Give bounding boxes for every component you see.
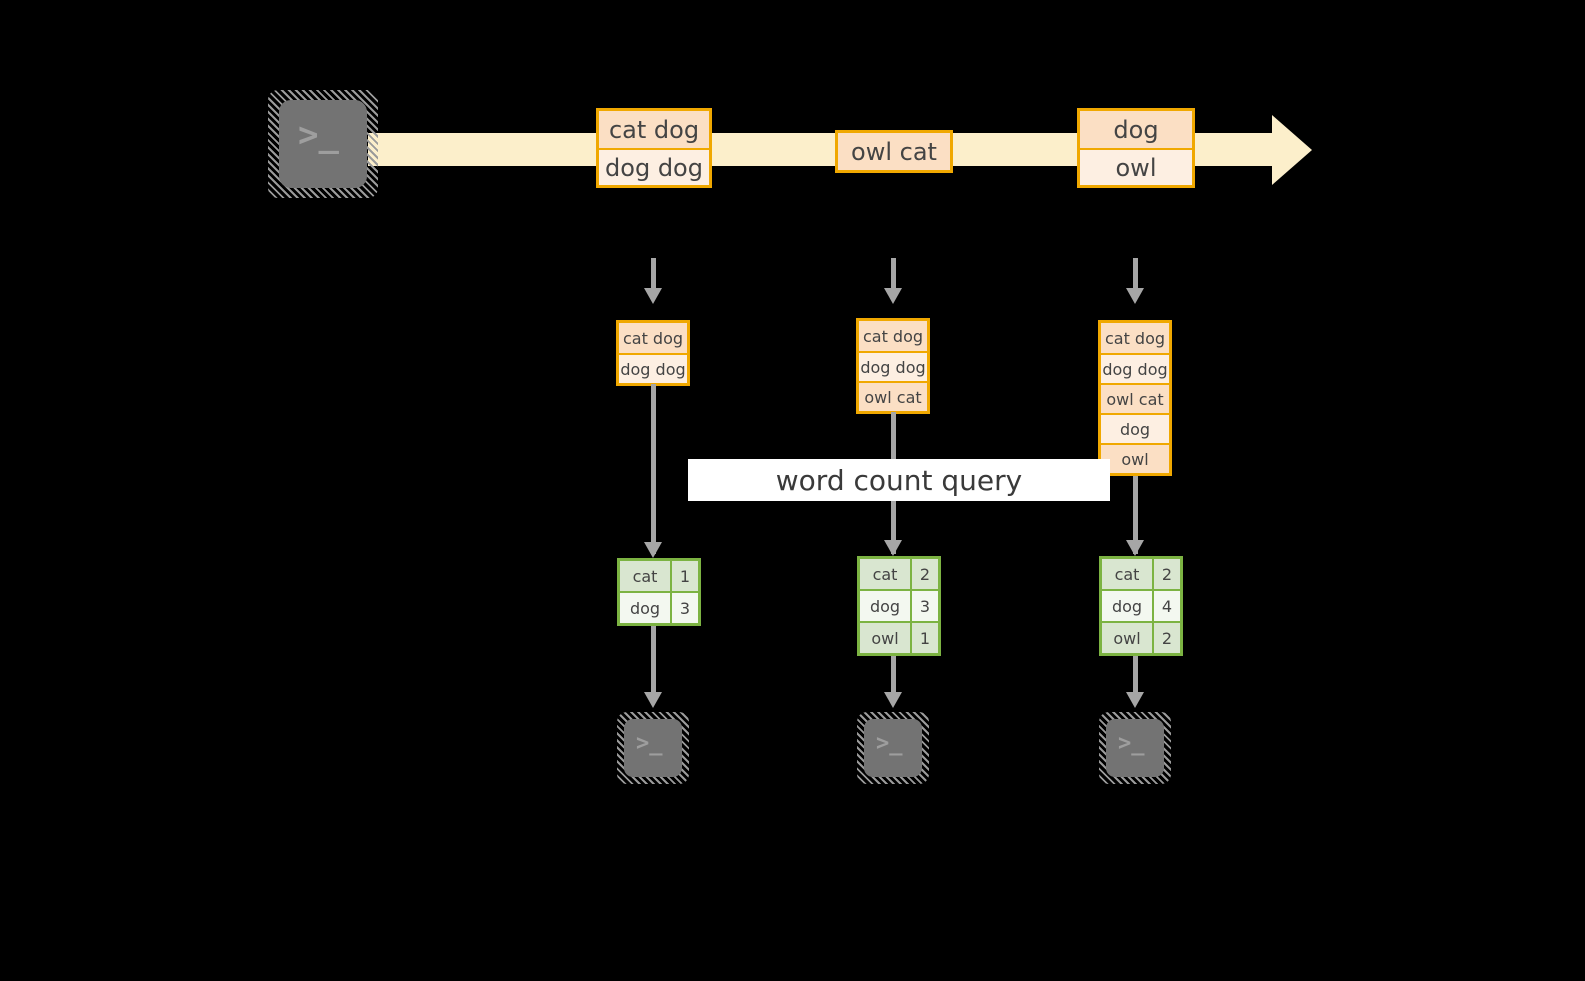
- sink-arrow-1: [651, 622, 656, 702]
- batch-2-row-1: cat dog: [859, 321, 927, 351]
- terminal-body: [1106, 719, 1164, 777]
- result-2-word-3: owl: [860, 623, 910, 653]
- batch-3-row-2: dog dog: [1101, 353, 1169, 383]
- result-2-count-3: 1: [910, 623, 938, 653]
- terminal-prompt-glyph: >_: [636, 731, 663, 756]
- batch-3-row-1: cat dog: [1101, 323, 1169, 353]
- result-2-row-3: owl 1: [860, 621, 938, 653]
- result-table-1: cat 1 dog 3: [617, 558, 701, 626]
- batch-3-row-5: owl: [1101, 443, 1169, 473]
- result-1-row-1: cat 1: [620, 561, 698, 591]
- stream-event-1-line-2: dog dog: [599, 148, 709, 185]
- query-arrow-1: [651, 384, 656, 554]
- terminal-body: [279, 100, 367, 188]
- result-1-word-2: dog: [620, 593, 670, 623]
- terminal-prompt-glyph: >_: [1118, 731, 1145, 756]
- query-arrow-head-1: [644, 542, 662, 558]
- result-3-row-1: cat 2: [1102, 559, 1180, 589]
- result-3-word-1: cat: [1102, 559, 1152, 589]
- sink-arrow-3: [1133, 652, 1138, 702]
- batch-3-row-3: owl cat: [1101, 383, 1169, 413]
- terminal-body: [624, 719, 682, 777]
- source-terminal-icon: >_: [268, 90, 378, 198]
- result-2-count-1: 2: [910, 559, 938, 589]
- dashed-down-arrow-icon-1: [651, 258, 656, 290]
- result-1-count-1: 1: [670, 561, 698, 591]
- sink-arrow-head-1: [644, 692, 662, 708]
- result-3-row-3: owl 2: [1102, 621, 1180, 653]
- result-2-word-1: cat: [860, 559, 910, 589]
- result-3-count-1: 2: [1152, 559, 1180, 589]
- dashed-arrow-head-2: [884, 288, 902, 304]
- sink-arrow-2: [891, 652, 896, 702]
- stream-event-3-line-2: owl: [1080, 148, 1192, 185]
- result-table-2: cat 2 dog 3 owl 1: [857, 556, 941, 656]
- stream-event-1-line-1: cat dog: [599, 111, 709, 148]
- result-3-count-2: 4: [1152, 591, 1180, 621]
- sink-terminal-icon-2: >_: [857, 712, 929, 784]
- stream-event-2: owl cat: [835, 130, 953, 173]
- batch-2-row-2: dog dog: [859, 351, 927, 381]
- result-3-word-3: owl: [1102, 623, 1152, 653]
- result-2-row-2: dog 3: [860, 589, 938, 621]
- result-table-3: cat 2 dog 4 owl 2: [1099, 556, 1183, 656]
- sink-arrow-head-2: [884, 692, 902, 708]
- result-1-word-1: cat: [620, 561, 670, 591]
- batch-table-1: cat dog dog dog: [616, 320, 690, 386]
- stream-event-1: cat dog dog dog: [596, 108, 712, 188]
- result-1-count-2: 3: [670, 593, 698, 623]
- terminal-prompt-glyph: >_: [298, 115, 339, 155]
- dashed-down-arrow-icon-2: [891, 258, 896, 290]
- result-2-word-2: dog: [860, 591, 910, 621]
- result-2-row-1: cat 2: [860, 559, 938, 589]
- result-2-count-2: 3: [910, 591, 938, 621]
- terminal-prompt-glyph: >_: [876, 731, 903, 756]
- terminal-body: [864, 719, 922, 777]
- sink-terminal-icon-3: >_: [1099, 712, 1171, 784]
- stream-event-3: dog owl: [1077, 108, 1195, 188]
- batch-1-row-2: dog dog: [619, 353, 687, 383]
- stream-event-3-line-1: dog: [1080, 111, 1192, 148]
- result-3-word-2: dog: [1102, 591, 1152, 621]
- dashed-arrow-head-1: [644, 288, 662, 304]
- batch-3-row-4: dog: [1101, 413, 1169, 443]
- result-1-row-2: dog 3: [620, 591, 698, 623]
- right-arrow-icon: [1272, 115, 1312, 185]
- query-arrow-head-3: [1126, 540, 1144, 556]
- stream-event-2-line-1: owl cat: [838, 133, 950, 170]
- batch-2-row-3: owl cat: [859, 381, 927, 411]
- result-3-row-2: dog 4: [1102, 589, 1180, 621]
- sink-arrow-head-3: [1126, 692, 1144, 708]
- query-arrow-head-2: [884, 540, 902, 556]
- query-arrow-3: [1133, 476, 1138, 554]
- batch-table-3: cat dog dog dog owl cat dog owl: [1098, 320, 1172, 476]
- batch-table-2: cat dog dog dog owl cat: [856, 318, 930, 414]
- dashed-down-arrow-icon-3: [1133, 258, 1138, 290]
- dashed-arrow-head-3: [1126, 288, 1144, 304]
- batch-1-row-1: cat dog: [619, 323, 687, 353]
- query-label: word count query: [688, 459, 1110, 501]
- sink-terminal-icon-1: >_: [617, 712, 689, 784]
- result-3-count-3: 2: [1152, 623, 1180, 653]
